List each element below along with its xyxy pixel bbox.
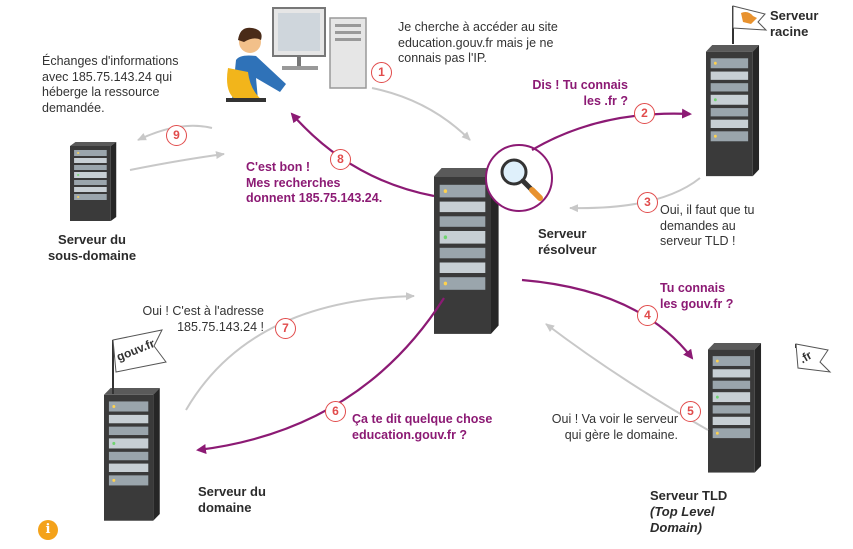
message-user: Je cherche à accéder au site education.g… <box>398 20 558 67</box>
server-racine-label: Serveur racine <box>770 8 818 40</box>
server-tld <box>708 343 762 473</box>
message-step4-line1: Tu connais <box>660 281 726 295</box>
message-step5: Oui ! Va voir le serveur qui gère le dom… <box>510 412 678 443</box>
server-domaine <box>104 388 160 521</box>
message-step8-line1: C'est bon ! <box>246 160 311 174</box>
user-computer-icon <box>226 7 367 102</box>
message-step4-line2: les gouv.fr ? <box>660 296 734 311</box>
step-badge-8: 8 <box>330 149 351 170</box>
message-step6-line2: education.gouv.fr ? <box>352 427 468 442</box>
server-domaine-label: Serveur du domaine <box>198 484 266 516</box>
message-exchange-line2: avec 185.75.143.24 qui <box>42 69 172 84</box>
server-resolveur-line2: résolveur <box>538 242 597 257</box>
message-step8-line2: Mes recherches <box>246 175 341 190</box>
message-step5-line2: qui gère le domaine. <box>564 427 678 442</box>
server-tld-line1: Serveur TLD <box>650 488 728 503</box>
flag-domaine <box>112 329 167 394</box>
info-icon[interactable]: i <box>38 520 58 540</box>
server-racine-line2: racine <box>770 24 809 39</box>
server-tld-label: Serveur TLD (Top Level Domain) <box>650 488 727 536</box>
message-user-line1: Je cherche à accéder au site <box>398 20 558 34</box>
server-sous-domaine-label: Serveur du sous-domaine <box>42 232 142 264</box>
message-step4: Tu connais les gouv.fr ? <box>660 281 733 312</box>
step-badge-7: 7 <box>275 318 296 339</box>
message-step6: Ça te dit quelque chose education.gouv.f… <box>352 412 492 443</box>
step-badge-3: 3 <box>637 192 658 213</box>
arrow-step1 <box>371 87 471 141</box>
arrow-step8 <box>290 112 435 198</box>
server-racine <box>706 45 760 177</box>
server-domaine-line1: Serveur du <box>198 484 266 499</box>
magnifier-icon <box>485 144 553 212</box>
message-step2-line2: les .fr ? <box>583 93 628 108</box>
step-badge-6: 6 <box>325 401 346 422</box>
message-user-line2: education.gouv.fr mais je ne <box>398 35 554 50</box>
server-sous-domaine-line2: sous-domaine <box>47 248 137 263</box>
message-step8: C'est bon ! Mes recherches donnent 185.7… <box>246 160 382 207</box>
message-step5-line1: Oui ! Va voir le serveur <box>551 412 678 426</box>
step-badge-4: 4 <box>637 305 658 326</box>
step-badge-1: 1 <box>371 62 392 83</box>
server-resolveur-label: Serveur résolveur <box>538 226 597 258</box>
message-step8-line3: donnent 185.75.143.24. <box>246 191 383 205</box>
message-step7: Oui ! C'est à l'adresse 185.75.143.24 ! <box>104 304 265 335</box>
arrow-step4 <box>521 278 694 360</box>
step-badge-5: 5 <box>680 401 701 422</box>
server-tld-line2: (Top Level <box>650 504 715 519</box>
server-racine-line1: Serveur <box>770 8 819 23</box>
message-exchange-line1: Échanges d'informations <box>42 54 179 68</box>
arrow-step2 <box>531 108 692 151</box>
step-badge-2: 2 <box>634 103 655 124</box>
message-step2: Dis ! Tu connais les .fr ? <box>500 78 628 109</box>
message-exchange: Échanges d'informations avec 185.75.143.… <box>42 54 179 116</box>
message-step3-line3: serveur TLD ! <box>660 234 736 248</box>
message-user-line3: connais pas l'IP. <box>398 51 488 65</box>
message-step2-line1: Dis ! Tu connais <box>532 78 628 92</box>
server-domaine-line2: domaine <box>198 500 252 515</box>
message-exchange-line4: demandée. <box>42 100 105 115</box>
server-resolveur-line1: Serveur <box>538 226 587 241</box>
step-badge-9: 9 <box>166 125 187 146</box>
flag-racine <box>732 5 768 44</box>
message-step7-line2: 185.75.143.24 ! <box>177 319 264 334</box>
message-exchange-line3: héberge la ressource <box>42 85 160 99</box>
server-sous-domaine-line1: Serveur du <box>58 232 126 247</box>
flag-tld <box>795 343 832 373</box>
message-step3-line1: Oui, il faut que tu <box>660 203 755 217</box>
message-step6-line1: Ça te dit quelque chose <box>352 412 493 426</box>
server-sous-domaine <box>70 142 117 221</box>
message-step3-line2: demandes au <box>660 218 736 233</box>
message-step3: Oui, il faut que tu demandes au serveur … <box>660 203 755 250</box>
arrow-step9-out <box>129 151 225 171</box>
server-tld-line3: Domain) <box>650 520 702 535</box>
message-step7-line1: Oui ! C'est à l'adresse <box>142 304 265 318</box>
